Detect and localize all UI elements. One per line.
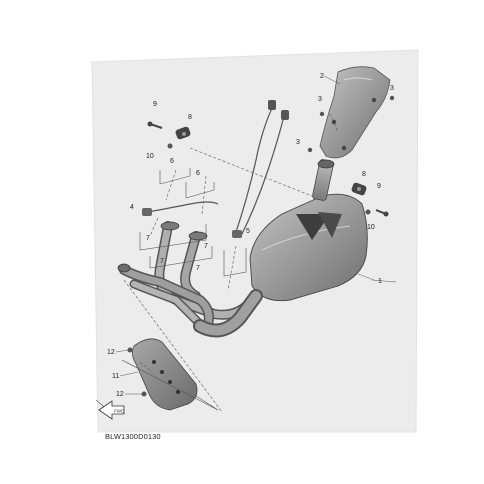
callout-label: 3 bbox=[390, 85, 394, 92]
callout-label: 1 bbox=[378, 278, 382, 285]
heat-shield bbox=[319, 66, 391, 159]
bolt bbox=[375, 209, 389, 217]
callout-label: 10 bbox=[146, 153, 154, 160]
callout-label: 3 bbox=[318, 96, 322, 103]
callout-label: 11 bbox=[112, 373, 119, 380]
callout-label: 3 bbox=[296, 139, 300, 146]
fwd-label: FWD bbox=[114, 409, 125, 414]
callout-label: 8 bbox=[188, 114, 192, 121]
screw bbox=[127, 347, 133, 353]
callout-label: 7 bbox=[196, 265, 200, 272]
callout-label: 2 bbox=[320, 73, 324, 80]
callout-label: 7 bbox=[146, 235, 150, 242]
callouts: 1 2 3 3 3 4 5 6 6 7 7 7 7 8 8 9 9 10 10 … bbox=[107, 73, 394, 398]
header-flange bbox=[188, 231, 208, 241]
washer bbox=[365, 209, 371, 215]
callout-label: 9 bbox=[153, 101, 157, 108]
muffler bbox=[249, 159, 368, 302]
fwd-arrow-icon: FWD bbox=[98, 400, 125, 420]
washer bbox=[167, 143, 173, 149]
sensor-connector bbox=[268, 100, 276, 110]
header-flange bbox=[117, 263, 131, 273]
exhaust-guard bbox=[132, 338, 198, 411]
o2-sensor-left bbox=[175, 126, 191, 140]
bolt bbox=[147, 121, 163, 129]
bolt bbox=[319, 111, 325, 117]
callout-label: 6 bbox=[196, 170, 200, 177]
o2-sensor-right bbox=[351, 182, 367, 196]
sensor-wiring bbox=[147, 107, 285, 239]
callout-label: 10 bbox=[367, 224, 375, 231]
diagram-code: BLW1300D0130 bbox=[105, 432, 161, 441]
callout-label: 12 bbox=[107, 349, 115, 356]
sensor-connector bbox=[281, 110, 289, 120]
header-flange bbox=[160, 221, 180, 231]
exhaust-header-pipes bbox=[119, 221, 263, 338]
bolt bbox=[389, 95, 395, 101]
sensor-connector bbox=[142, 208, 152, 216]
bracket-lines bbox=[95, 168, 397, 413]
callout-label: 5 bbox=[246, 228, 250, 235]
screw bbox=[141, 391, 147, 397]
callout-label: 9 bbox=[377, 183, 381, 190]
assembly-lines bbox=[123, 113, 339, 413]
callout-label: 4 bbox=[130, 204, 134, 211]
sensor-connector bbox=[232, 230, 242, 238]
callout-label: 7 bbox=[160, 258, 164, 265]
bolt bbox=[307, 147, 313, 153]
callout-label: 8 bbox=[362, 171, 366, 178]
callout-label: 12 bbox=[116, 391, 124, 398]
callout-label: 7 bbox=[204, 243, 208, 250]
callout-label: 6 bbox=[170, 158, 174, 165]
